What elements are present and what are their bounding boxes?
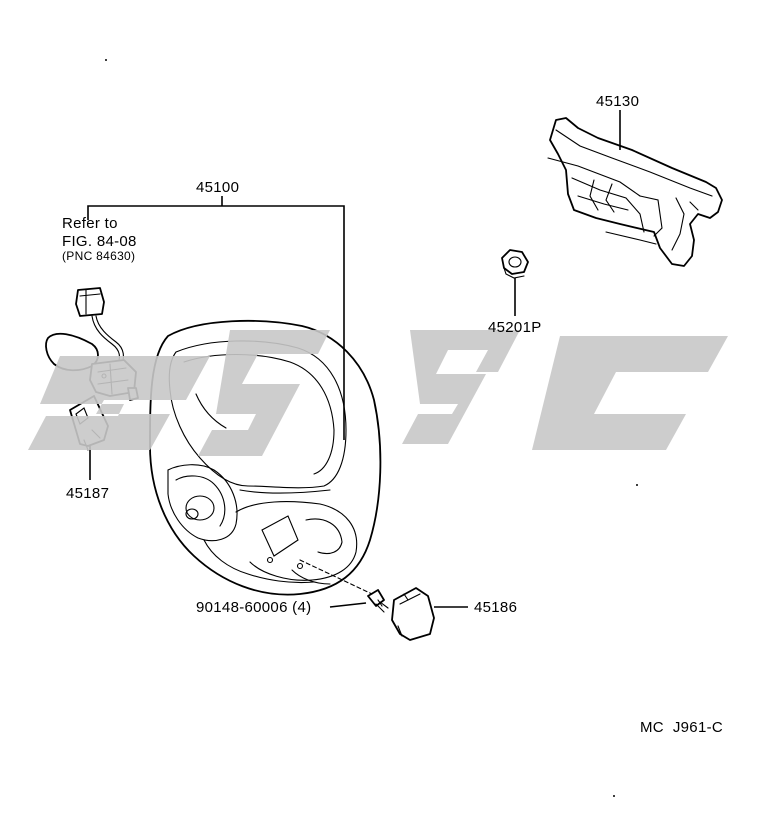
callout-45201P: 45201P [488,319,542,336]
screw-dashed-line [299,559,373,595]
callout-45187: 45187 [66,485,109,502]
leader-screw [329,602,367,608]
callout-45186: 45186 [474,599,517,616]
reference-line-2: FIG. 84-08 [62,233,137,250]
lower-cover-45186 [391,587,435,641]
airbag-pad-45130 [547,117,723,267]
speck [105,59,107,61]
watermark-logo [28,330,728,456]
figure-code: MC J961-C [640,719,723,736]
steering-wheel-45100 [149,319,382,596]
speck [613,795,615,797]
reference-line-1: Refer to [62,215,118,232]
callout-45100: 45100 [196,179,239,196]
callout-screw: 90148-60006 (4) [196,599,311,616]
speck [636,484,638,486]
callout-45130: 45130 [596,93,639,110]
nut-45201P [501,249,529,279]
bracket-45100 [87,205,345,440]
reference-line-3: (PNC 84630) [62,249,135,263]
